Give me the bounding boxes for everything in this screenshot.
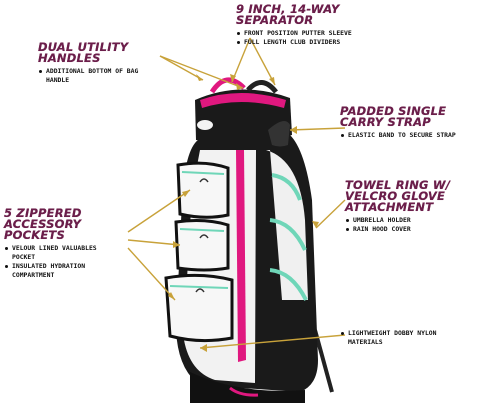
towel-bullet: RAIN HOOD COVER (345, 225, 450, 234)
pockets-bullets: VELOUR LINED VALUABLES POCKET INSULATED … (4, 244, 97, 280)
separator-title-line1: 9 INCH, 14-WAY (236, 2, 340, 16)
separator-bullet: FULL LENGTH CLUB DIVIDERS (236, 38, 352, 47)
pocket-middle (174, 219, 230, 272)
material-bullets: LIGHTWEIGHT DOBBY NYLON MATERIALS (340, 329, 437, 347)
strap-title-line2: CARRY STRAP (340, 115, 431, 129)
callout-separator: 9 INCH, 14-WAY SEPARATOR FRONT POSITION … (236, 2, 352, 47)
handles-bullet: ADDITIONAL BOTTOM OF BAG (38, 67, 138, 76)
material-bullet: LIGHTWEIGHT DOBBY NYLON (340, 329, 437, 338)
pockets-title-line3: POCKETS (4, 228, 65, 242)
callout-strap: PADDED SINGLE CARRY STRAP ELASTIC BAND T… (340, 104, 456, 140)
pockets-bullet-continued: COMPARTMENT (12, 271, 55, 279)
pocket-top (176, 161, 230, 219)
handles-title-line1: DUAL UTILITY (38, 40, 129, 54)
strap-bullet: ELASTIC BAND TO SECURE STRAP (340, 131, 456, 140)
towel-title-line2: VELCRO GLOVE (345, 189, 446, 203)
handles-bullets: ADDITIONAL BOTTOM OF BAG HANDLE (38, 67, 138, 85)
towel-bullet: UMBRELLA HOLDER (345, 216, 450, 225)
pockets-title-line2: ACCESSORY (4, 217, 82, 231)
separator-title-line2: SEPARATOR (236, 13, 314, 27)
handles-title-line2: HANDLES (38, 51, 101, 65)
separator-bullets: FRONT POSITION PUTTER SLEEVE FULL LENGTH… (236, 29, 352, 47)
separator-bullet: FRONT POSITION PUTTER SLEEVE (236, 29, 352, 38)
callout-pockets: 5 ZIPPERED ACCESSORY POCKETS VELOUR LINE… (4, 206, 97, 280)
towel-title-line3: ATTACHMENT (345, 200, 434, 214)
pocket-bottom (164, 273, 234, 343)
pockets-bullet: VELOUR LINED VALUABLES (4, 244, 97, 253)
pockets-bullet: INSULATED HYDRATION (4, 262, 97, 271)
pockets-bullet-continued: POCKET (12, 253, 36, 261)
callout-handles: DUAL UTILITY HANDLES ADDITIONAL BOTTOM O… (38, 40, 138, 85)
strap-bullets: ELASTIC BAND TO SECURE STRAP (340, 131, 456, 140)
material-bullet-continued: MATERIALS (348, 338, 383, 346)
handles-bullet-continued: HANDLE (46, 76, 70, 84)
towel-bullets: UMBRELLA HOLDER RAIN HOOD COVER (345, 216, 450, 234)
pockets-title-line1: 5 ZIPPERED (4, 206, 82, 220)
callout-material: LIGHTWEIGHT DOBBY NYLON MATERIALS (340, 326, 437, 347)
strap-title-line1: PADDED SINGLE (340, 104, 447, 118)
callout-towel-ring: TOWEL RING W/ VELCRO GLOVE ATTACHMENT UM… (345, 178, 451, 234)
brand-logo-patch (197, 120, 213, 130)
towel-title-line1: TOWEL RING W/ (345, 178, 451, 192)
callout-arrows (127, 37, 346, 349)
